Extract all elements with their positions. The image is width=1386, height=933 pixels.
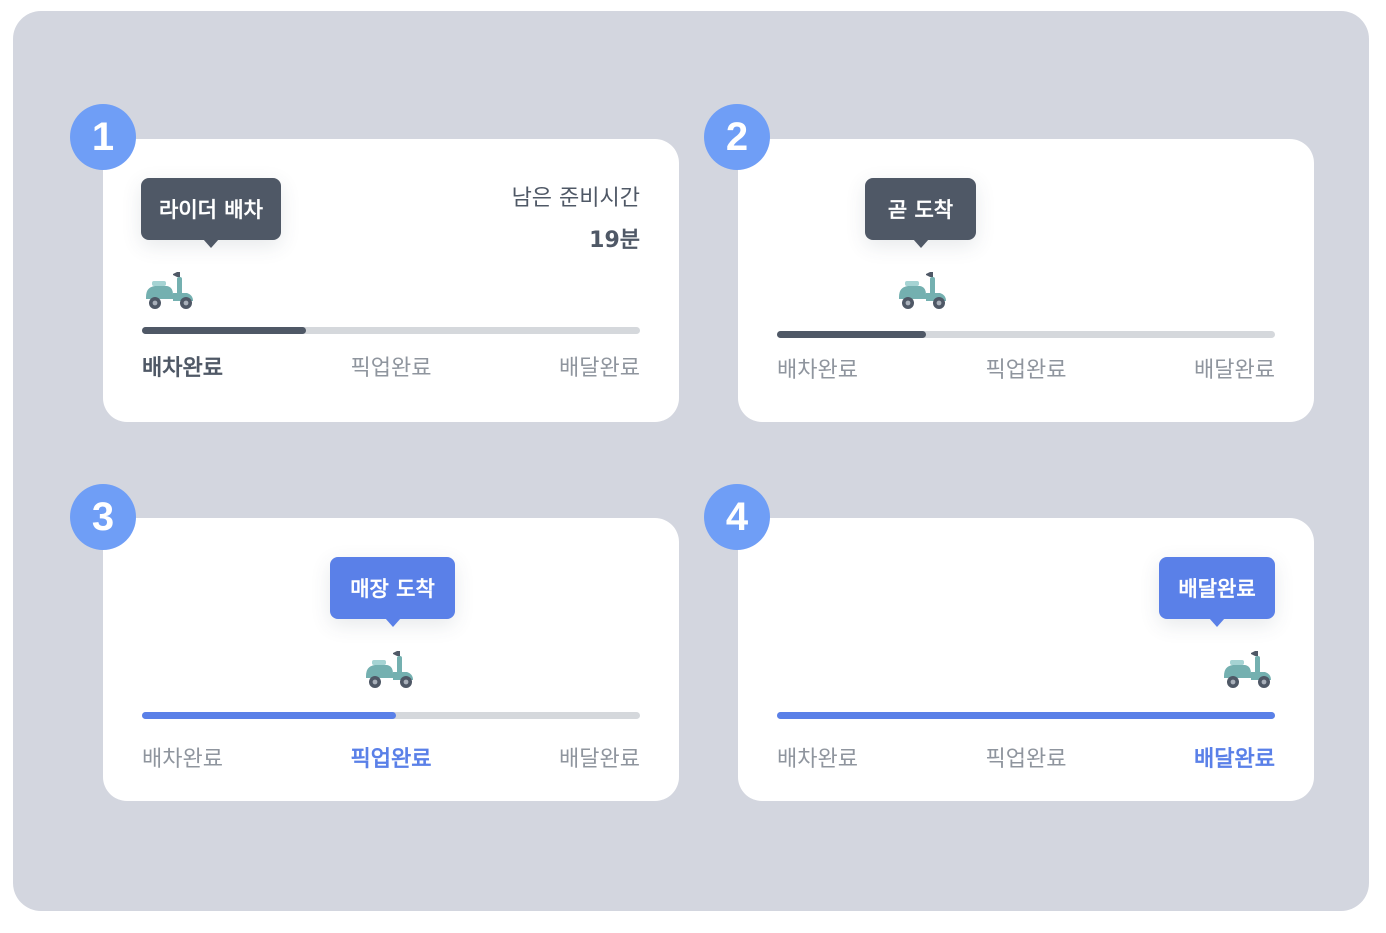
progress-fill: [142, 327, 307, 334]
status-tooltip: 배달완료: [1159, 557, 1275, 627]
progress-fill: [142, 712, 396, 719]
progress-track: [142, 712, 640, 719]
scooter-icon: [146, 272, 193, 309]
remaining-prep-time-value: 19분: [589, 228, 640, 253]
scooter-icon: [899, 272, 946, 309]
label-dispatch-complete: 배차완료: [777, 747, 858, 772]
label-pickup-complete: 픽업완료: [985, 747, 1067, 772]
remaining-prep-time: 남은 준비시간 19분: [512, 180, 640, 254]
status-tooltip: 라이더 배차: [141, 178, 281, 248]
status-tooltip: 매장 도착: [330, 557, 455, 627]
label-delivery-complete: 배달완료: [559, 356, 640, 381]
label-dispatch-complete: 배차완료: [777, 358, 858, 383]
step-number-badge-3: 3: [70, 484, 136, 550]
status-tooltip: 곧 도착: [865, 178, 976, 248]
label-dispatch-complete: 배차완료: [142, 356, 223, 381]
remaining-prep-time-label: 남은 준비시간: [511, 186, 640, 211]
scooter-icon: [1224, 651, 1271, 688]
progress-track: [777, 712, 1275, 719]
progress-fill: [777, 712, 1275, 719]
label-pickup-complete: 픽업완료: [985, 358, 1067, 383]
delivery-status-card-4: 배달완료 배차완료 픽업완료 배달완료: [738, 518, 1314, 801]
label-dispatch-complete: 배차완료: [142, 747, 223, 772]
delivery-status-card-2: 곧 도착 배차완료 픽업완료 배달완료: [738, 139, 1314, 422]
scooter-icon: [366, 651, 413, 688]
step-number-badge-2: 2: [704, 104, 770, 170]
progress-track: [777, 331, 1275, 338]
progress-fill: [777, 331, 927, 338]
label-delivery-complete: 배달완료: [559, 747, 640, 772]
progress-track: [142, 327, 640, 334]
step-number-badge-1: 1: [70, 104, 136, 170]
step-number-badge-4: 4: [704, 484, 770, 550]
background-panel: 라이더 배차 남은 준비시간 19분 배차완료 픽업완료 배달완료 1 곧 도착: [13, 11, 1369, 911]
delivery-status-card-3: 매장 도착 배차완료 픽업완료 배달완료: [103, 518, 679, 801]
delivery-status-card-1: 라이더 배차 남은 준비시간 19분 배차완료 픽업완료 배달완료: [103, 139, 679, 422]
label-delivery-complete: 배달완료: [1194, 358, 1275, 383]
label-pickup-complete: 픽업완료: [350, 747, 432, 772]
label-pickup-complete: 픽업완료: [350, 356, 432, 381]
label-delivery-complete: 배달완료: [1194, 747, 1275, 772]
